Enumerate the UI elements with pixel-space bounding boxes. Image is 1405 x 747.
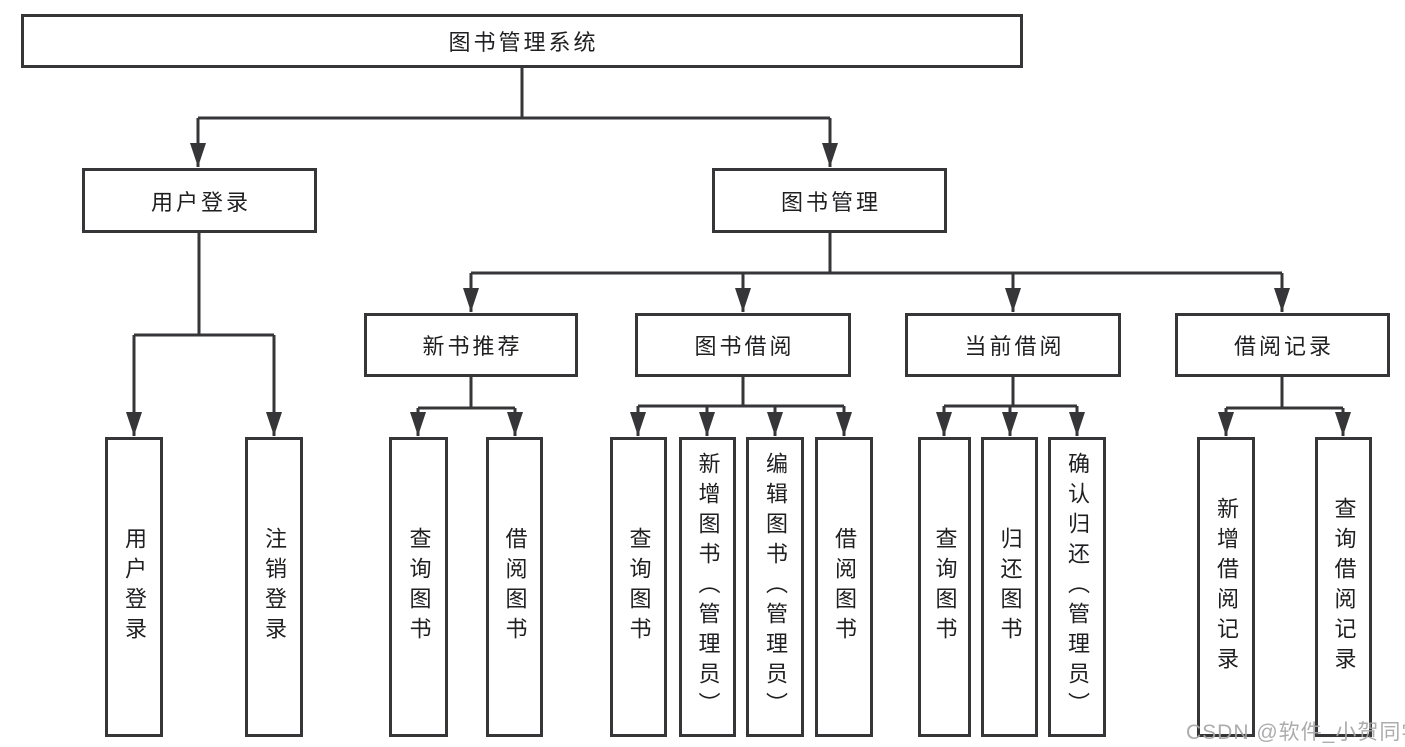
node-leaf-query-books-1: 查询图书 — [389, 437, 448, 737]
node-current-borrowing: 当前借阅 — [905, 313, 1121, 377]
node-leaf-logout: 注销登录 — [245, 437, 303, 737]
connector-user-login-to-leaves — [134, 233, 274, 337]
node-label: 新书推荐 — [422, 334, 523, 359]
node-label: 新增借阅记录 — [1214, 497, 1239, 677]
csdn-watermark: CSDN @软件_小贺同学 — [1186, 721, 1405, 744]
connector-book-management-to-level3 — [471, 233, 1282, 275]
node-label: 查询图书 — [626, 527, 652, 647]
node-label: 当前借阅 — [964, 334, 1065, 359]
connector-current-borrow-to-leaves — [944, 377, 1077, 408]
node-label: 借阅图书 — [832, 527, 857, 647]
node-label: 图书借阅 — [694, 334, 795, 359]
node-label: 查询借阅记录 — [1331, 497, 1357, 677]
node-leaf-add-book-admin: 新增图书（管理员） — [679, 437, 736, 737]
node-leaf-query-books-3: 查询图书 — [918, 437, 971, 737]
node-leaf-borrow-books-1: 借阅图书 — [486, 437, 543, 737]
node-label: 编辑图书（管理员） — [763, 452, 788, 722]
node-label: 借阅记录 — [1233, 334, 1334, 359]
node-label: 查询图书 — [406, 527, 432, 647]
node-label: 借阅图书 — [502, 527, 528, 647]
node-leaf-add-borrow-record: 新增借阅记录 — [1197, 437, 1255, 737]
node-leaf-query-borrow-record: 查询借阅记录 — [1315, 437, 1372, 737]
connector-book-borrow-to-leaves — [638, 377, 844, 408]
node-label: 用户登录 — [150, 189, 251, 215]
node-leaf-confirm-return-admin: 确认归还（管理员） — [1048, 437, 1106, 737]
node-leaf-edit-book-admin: 编辑图书（管理员） — [746, 437, 804, 737]
node-leaf-user-login: 用户登录 — [105, 437, 163, 737]
node-label: 归还图书 — [997, 527, 1023, 647]
node-new-book-recommendation: 新书推荐 — [364, 313, 578, 377]
node-label: 新增图书（管理员） — [695, 452, 721, 722]
node-label: 图书管理系统 — [448, 30, 599, 55]
node-library-management-system: 图书管理系统 — [21, 14, 1023, 68]
node-label: 查询图书 — [932, 527, 958, 647]
node-user-login: 用户登录 — [82, 168, 317, 233]
node-leaf-query-books-2: 查询图书 — [610, 437, 667, 737]
connector-root-to-level2 — [198, 68, 830, 120]
node-book-management: 图书管理 — [712, 168, 947, 233]
connector-borrow-records-to-leaves — [1226, 377, 1343, 410]
node-label: 注销登录 — [262, 527, 287, 647]
connector-new-book-rec-to-leaves — [418, 377, 515, 410]
node-label: 确认归还（管理员） — [1065, 452, 1090, 722]
node-borrowing-records: 借阅记录 — [1175, 313, 1390, 377]
node-label: 用户登录 — [122, 527, 147, 647]
node-label: 图书管理 — [780, 189, 881, 215]
node-leaf-return-book: 归还图书 — [981, 437, 1038, 737]
node-leaf-borrow-books-2: 借阅图书 — [815, 437, 873, 737]
node-book-borrowing: 图书借阅 — [635, 313, 851, 377]
